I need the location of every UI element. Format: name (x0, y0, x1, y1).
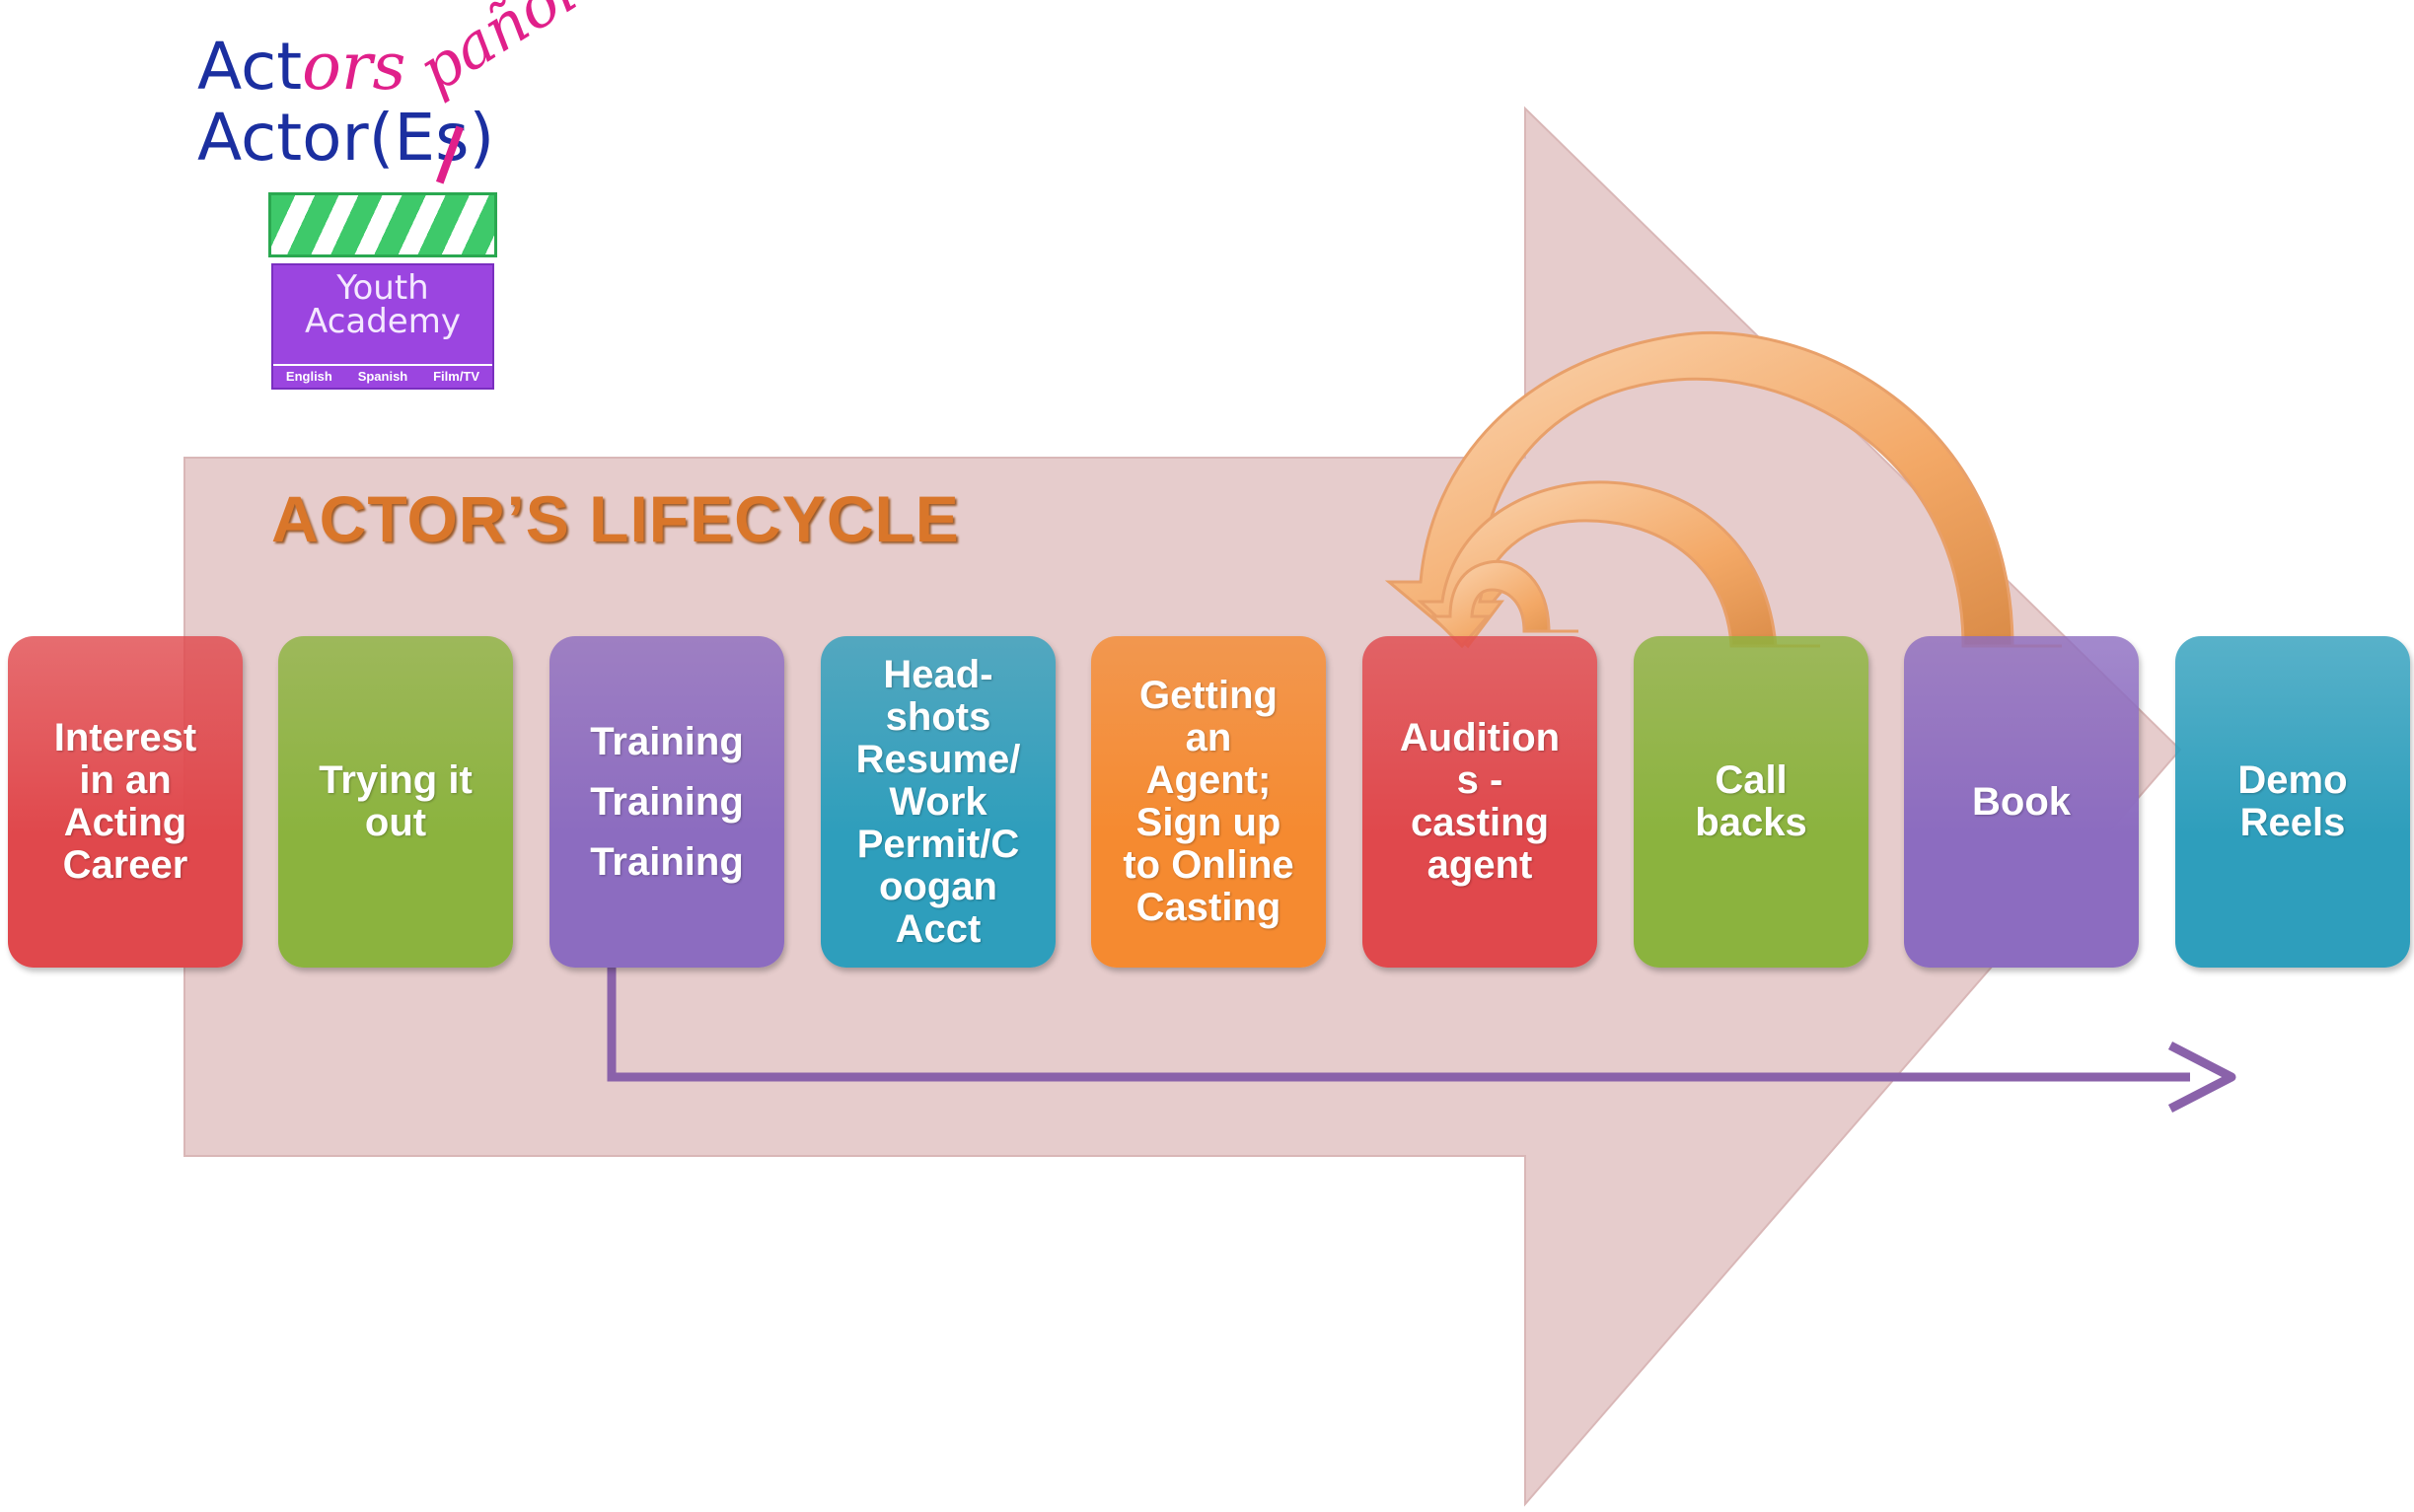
logo-line-1: Actors (197, 35, 405, 100)
logo: Actors Actor(Es) pañol Youth Academy Eng… (197, 0, 592, 390)
training-to-demo-arrowhead (2167, 1042, 2236, 1113)
stage-label: Demo Reels (2237, 758, 2348, 844)
auditions-self-arrow (1428, 559, 1578, 649)
clapper-sub-english: English (285, 369, 332, 384)
stage-interest: Interest in an Acting Career (8, 636, 243, 968)
stage-demo-reels: Demo Reels (2175, 636, 2410, 968)
stage-headshots: Head- shots Resume/ Work Permit/C oogan … (821, 636, 1056, 968)
stage-label: Head- shots Resume/ Work Permit/C oogan … (855, 652, 1021, 951)
clapper-stripes (268, 192, 497, 257)
stage-label: Trying it out (319, 758, 473, 844)
clapper-sub-filmtv: Film/TV (433, 369, 480, 384)
training-to-demo-arrow (607, 952, 2190, 1082)
stage-call-backs: Call backs (1634, 636, 1868, 968)
stage-label: Training Training Training (590, 719, 744, 884)
logo-script: pañol (405, 0, 590, 108)
logo-line-1-plain: Act (197, 29, 303, 105)
logo-line-1-accent: ors (302, 29, 406, 105)
clapper-subtitles: English Spanish Film/TV (273, 364, 492, 384)
stage-label: Interest in an Acting Career (53, 716, 197, 887)
stage-trying-it-out: Trying it out (278, 636, 513, 968)
clapper-title-line-2: Academy (305, 302, 461, 341)
stage-getting-agent: Getting an Agent; Sign up to Online Cast… (1091, 636, 1326, 968)
stage-label: Book (1972, 779, 2071, 824)
clapper-title-line-1: Youth (336, 268, 429, 308)
clapperboard-icon: Youth Academy English Spanish Film/TV (268, 192, 497, 390)
clapper-board: Youth Academy English Spanish Film/TV (271, 263, 494, 390)
stage-book: Book (1904, 636, 2139, 968)
stage-label: Call backs (1695, 758, 1807, 844)
stage-training: Training Training Training (549, 636, 784, 968)
stage-label: Getting an Agent; Sign up to Online Cast… (1123, 674, 1294, 929)
stage-label: Audition s - casting agent (1399, 716, 1561, 887)
callbacks-to-auditions-arrow (1417, 480, 1820, 649)
stage-auditions: Audition s - casting agent (1362, 636, 1597, 968)
clapper-sub-spanish: Spanish (357, 369, 408, 384)
diagram-title: ACTOR’S LIFECYCLE (271, 482, 960, 555)
book-to-auditions-arrow (1384, 331, 2062, 648)
